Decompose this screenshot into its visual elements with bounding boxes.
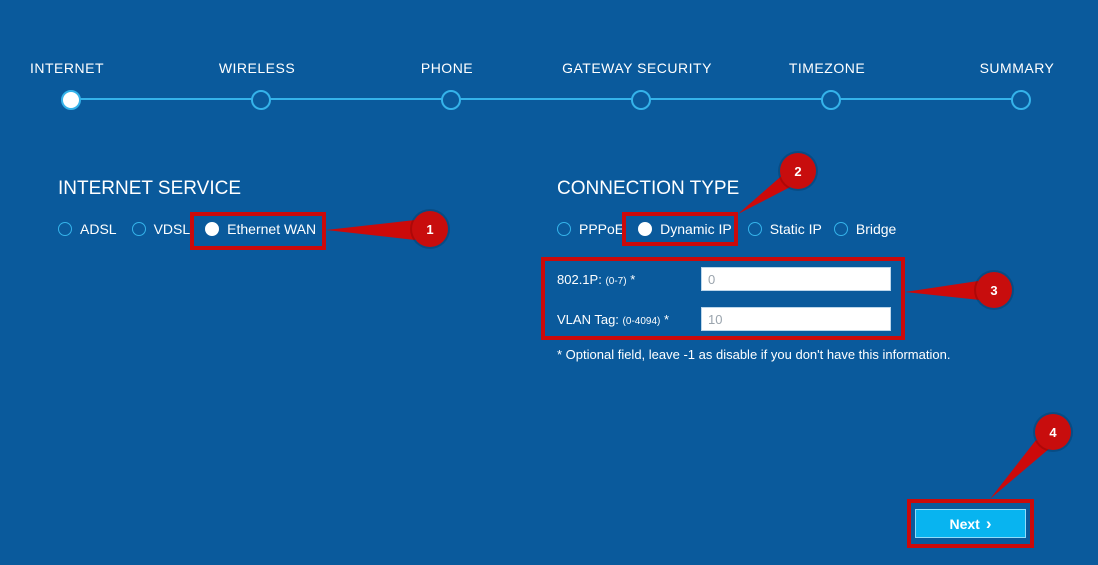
- radio-pppoe-label: PPPoE: [579, 221, 625, 237]
- field-label-8021p-text: 802.1P:: [557, 271, 602, 287]
- step-label-gateway-security: GATEWAY SECURITY: [562, 60, 712, 76]
- step-label-phone: PHONE: [420, 60, 474, 76]
- radio-adsl-label: ADSL: [80, 221, 117, 237]
- step-dot-wireless[interactable]: [251, 90, 271, 110]
- field-label-vlan-text: VLAN Tag:: [557, 311, 619, 327]
- step-dot-gateway-security[interactable]: [631, 90, 651, 110]
- optional-field-note: * Optional field, leave -1 as disable if…: [557, 347, 951, 362]
- field-label-8021p-range: (0-7): [605, 275, 627, 287]
- internet-service-radio-group: ADSL VDSL Ethernet WAN: [58, 221, 326, 237]
- field-row-vlan: VLAN Tag: (0-4094) *: [557, 307, 891, 331]
- radio-circle-icon[interactable]: [833, 222, 848, 236]
- radio-ethernet-wan[interactable]: Ethernet WAN: [205, 221, 316, 237]
- step-label-internet: INTERNET: [30, 60, 104, 76]
- field-label-vlan-range: (0-4094): [622, 315, 661, 327]
- step-dot-phone[interactable]: [441, 90, 461, 110]
- required-mark: *: [630, 271, 636, 287]
- next-button-label: Next: [949, 515, 980, 532]
- field-label-8021p: 802.1P: (0-7) *: [557, 272, 701, 287]
- pointer-4: [990, 440, 1050, 499]
- connection-type-title: CONNECTION TYPE: [557, 178, 740, 199]
- progress-track: [71, 98, 1021, 100]
- radio-circle-selected-icon[interactable]: [205, 222, 220, 236]
- radio-circle-icon[interactable]: [747, 222, 762, 236]
- radio-static-ip-label: Static IP: [769, 221, 822, 237]
- step-dot-timezone[interactable]: [821, 90, 841, 110]
- radio-dynamic-ip[interactable]: Dynamic IP: [638, 221, 732, 237]
- internet-service-title: INTERNET SERVICE: [58, 178, 242, 199]
- radio-dynamic-ip-label: Dynamic IP: [660, 221, 732, 237]
- radio-circle-icon[interactable]: [131, 222, 146, 236]
- radio-circle-icon[interactable]: [557, 222, 571, 236]
- setup-wizard-progress: INTERNET WIRELESS PHONE GATEWAY SECURITY…: [0, 0, 1098, 120]
- radio-vdsl-label: VDSL: [153, 221, 191, 237]
- vlan-tag-input[interactable]: [701, 307, 891, 331]
- pointer-3: [905, 281, 980, 300]
- radio-bridge[interactable]: Bridge: [833, 221, 897, 237]
- pointer-1: [326, 220, 415, 240]
- next-button[interactable]: Next ›: [915, 509, 1026, 538]
- step-label-summary: SUMMARY: [979, 60, 1055, 76]
- radio-adsl[interactable]: ADSL: [58, 221, 117, 237]
- step-dot-internet[interactable]: [61, 90, 81, 110]
- field-label-vlan: VLAN Tag: (0-4094) *: [557, 312, 701, 327]
- annotation-marker-3: 3: [976, 272, 1012, 308]
- radio-ethernet-wan-label: Ethernet WAN: [227, 221, 317, 237]
- radio-circle-icon[interactable]: [58, 222, 72, 236]
- radio-static-ip[interactable]: Static IP: [747, 221, 822, 237]
- annotation-marker-1: 1: [412, 211, 448, 247]
- annotation-marker-4: 4: [1035, 414, 1071, 450]
- 8021p-input[interactable]: [701, 267, 891, 291]
- radio-circle-selected-icon[interactable]: [638, 222, 653, 236]
- chevron-right-icon: ›: [985, 514, 992, 533]
- radio-pppoe[interactable]: PPPoE: [557, 221, 624, 237]
- step-label-timezone: TIMEZONE: [788, 60, 866, 76]
- radio-vdsl[interactable]: VDSL: [131, 221, 191, 237]
- radio-bridge-label: Bridge: [855, 221, 897, 237]
- connection-type-radio-group: PPPoE Dynamic IP Static IP Bridge: [557, 221, 906, 237]
- required-mark: *: [663, 311, 670, 327]
- step-label-wireless: WIRELESS: [218, 60, 296, 76]
- step-dot-summary[interactable]: [1011, 90, 1031, 110]
- annotation-marker-2: 2: [780, 153, 816, 189]
- field-row-8021p: 802.1P: (0-7) *: [557, 267, 891, 291]
